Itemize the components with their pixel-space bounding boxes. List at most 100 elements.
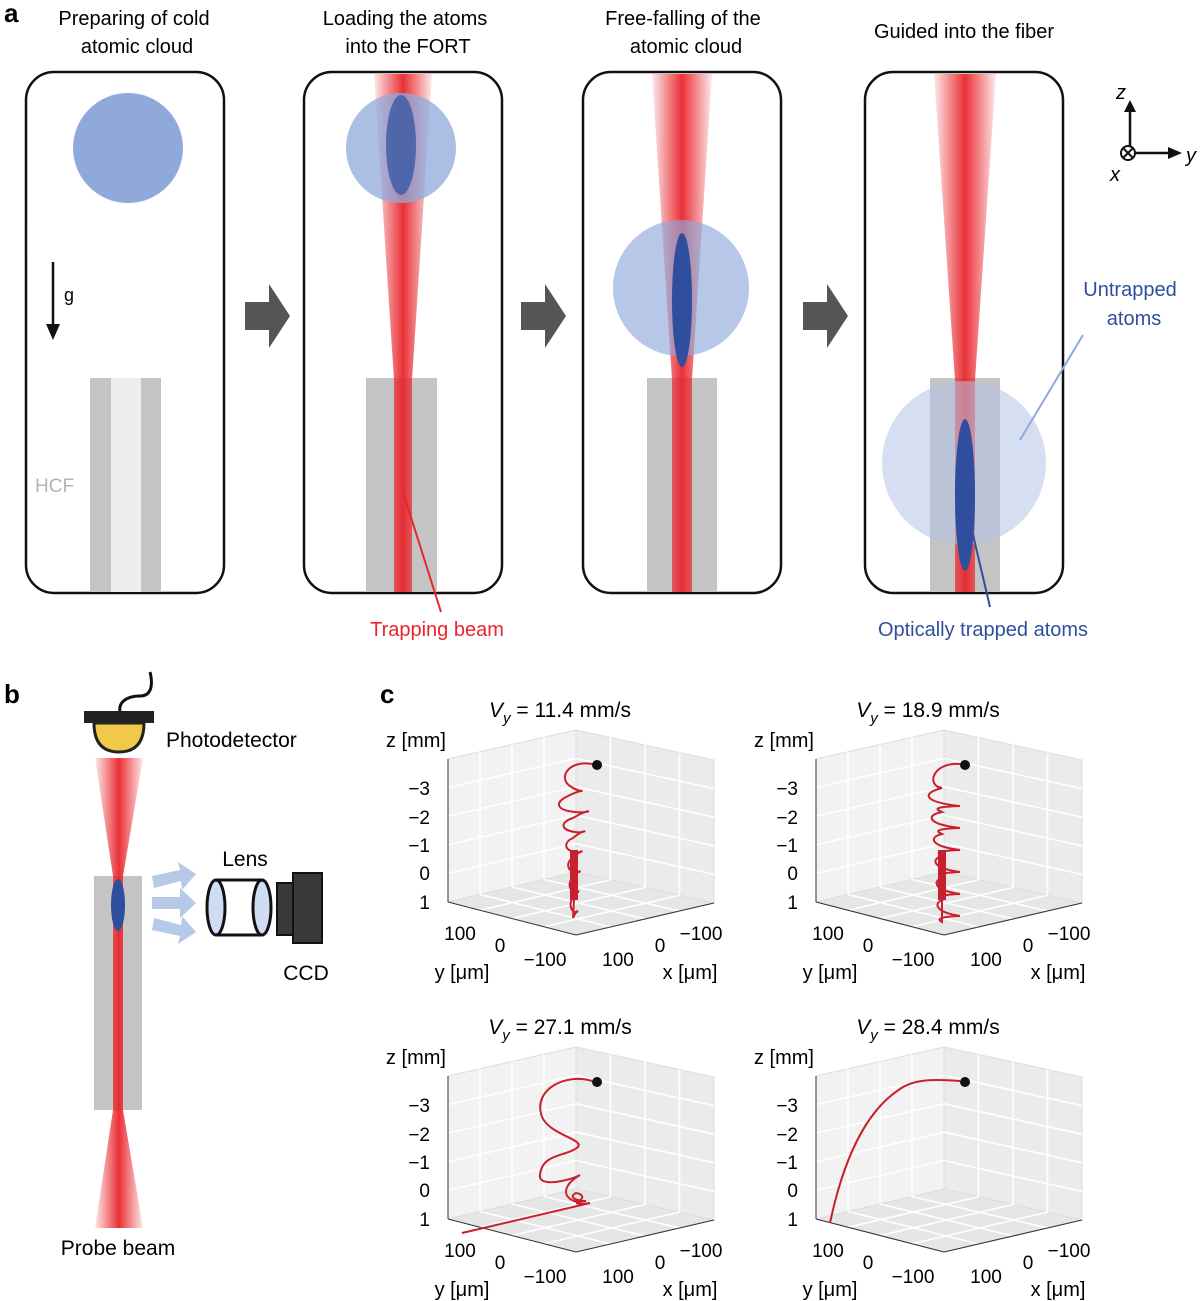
y-tick-label: −100: [524, 950, 567, 971]
falling-atoms: [672, 233, 692, 367]
y-axis-line: [447, 901, 577, 936]
z-tick-label: −1: [776, 1153, 798, 1174]
x-axis-label: x [μm]: [1031, 962, 1086, 984]
start-point: [960, 760, 970, 770]
x-tick-label: 0: [1023, 936, 1034, 957]
trapped-atoms: [955, 419, 975, 571]
y-tick-label: −100: [892, 1267, 935, 1288]
step3-title-line2: atomic cloud: [630, 36, 742, 58]
axis-y-label: y: [1184, 145, 1197, 167]
panel-c-letter: c: [380, 679, 394, 709]
trapping-beam-pointer: [402, 491, 442, 613]
atomic-cloud: [73, 93, 183, 203]
axis-z-label: z: [1115, 82, 1126, 104]
grid-lines: [815, 737, 1083, 928]
step1-title-line1: Preparing of cold: [58, 8, 209, 30]
fluorescence-arrows: [152, 862, 196, 944]
x-tick-label: 0: [1023, 1253, 1034, 1274]
hcf-label: HCF: [35, 476, 74, 497]
y-tick-label: 0: [863, 936, 874, 957]
y-axis-label: y [μm]: [435, 962, 490, 984]
z-tick-label: 1: [419, 893, 430, 914]
flow-arrow-3: [803, 284, 848, 348]
z-tick-label: 0: [787, 864, 798, 885]
x-tick-label: 100: [970, 950, 1002, 971]
gravity-label: g: [64, 285, 74, 305]
probe-beam-label: Probe beam: [61, 1237, 175, 1260]
trapped-pointer: [969, 521, 991, 608]
trapping-beam: [374, 74, 432, 592]
start-point: [960, 1077, 970, 1087]
y-tick-label: 100: [444, 924, 476, 945]
x-tick-label: 100: [602, 950, 634, 971]
hcf-wall-right: [141, 378, 161, 592]
atom-trajectory: [461, 1077, 593, 1234]
plot-title: Vy = 28.4 mm/s: [856, 1016, 999, 1044]
velocity-symbol: V: [488, 1016, 504, 1039]
z-tick-label: −2: [776, 1125, 798, 1146]
flow-arrow-2: [521, 284, 566, 348]
z-tick-label: −3: [408, 779, 430, 800]
z-tick-label: −2: [408, 808, 430, 829]
ccd-camera-icon: [276, 872, 323, 944]
x-axis-line: [943, 902, 1083, 936]
x-tick-label: 0: [655, 1253, 666, 1274]
step1-title-line2: atomic cloud: [81, 36, 193, 58]
z-tick-label: −3: [408, 1096, 430, 1117]
plot-title: Vy = 27.1 mm/s: [488, 1016, 631, 1044]
step-titles: Preparing of cold atomic cloud Loading t…: [58, 8, 1054, 58]
y-axis-label: y [μm]: [803, 1279, 858, 1301]
chamber-1: g HCF: [24, 70, 226, 595]
velocity-symbol: V: [856, 699, 872, 722]
velocity-value: = 18.9 mm/s: [878, 699, 1000, 722]
untrapped-label-line1: Untrapped: [1083, 279, 1176, 301]
velocity-value: = 11.4 mm/s: [511, 699, 631, 722]
chamber-2: Trapping beam: [302, 70, 504, 641]
step3-title-line1: Free-falling of the: [605, 8, 761, 30]
lens-label: Lens: [222, 848, 268, 871]
trapped-label: Optically trapped atoms: [878, 619, 1088, 641]
y-tick-label: 100: [812, 1241, 844, 1262]
chamber-4: Untrapped atoms Optically trapped atoms: [863, 70, 1177, 641]
trajectory-dense-segment: [938, 850, 946, 900]
z-tick-label: −3: [776, 1096, 798, 1117]
x-tick-label: −100: [1048, 924, 1091, 945]
z-tick-label: 0: [419, 1181, 430, 1202]
z-tick-label: −1: [408, 1153, 430, 1174]
y-tick-label: −100: [892, 950, 935, 971]
z-tick-label: 1: [419, 1210, 430, 1231]
x-tick-label: 0: [655, 936, 666, 957]
z-tick-label: 1: [787, 893, 798, 914]
x-tick-label: −100: [1048, 1241, 1091, 1262]
z-axis-label: z [mm]: [386, 1047, 446, 1069]
photodetector-sensor: [92, 721, 146, 754]
grid-lines: [447, 1054, 715, 1245]
photodetector-label: Photodetector: [166, 729, 297, 752]
axis-x-label: x: [1109, 164, 1121, 186]
y-axis-line: [447, 1218, 577, 1253]
x-tick-label: 100: [970, 1267, 1002, 1288]
y-tick-label: 100: [444, 1241, 476, 1262]
z-tick-label: −1: [408, 836, 430, 857]
gravity-arrow-head: [46, 324, 60, 340]
panel-b-setup: Photodetector Probe beam Lens CCD: [61, 671, 329, 1260]
y-tick-label: 100: [812, 924, 844, 945]
x-tick-label: −100: [680, 1241, 723, 1262]
velocity-symbol: V: [856, 1016, 872, 1039]
z-tick-label: 1: [787, 1210, 798, 1231]
untrapped-label-line2: atoms: [1107, 308, 1161, 330]
chamber-frame: [24, 70, 226, 595]
x-tick-label: 100: [602, 1267, 634, 1288]
panel-b-letter: b: [4, 679, 20, 709]
y-tick-label: 0: [863, 1253, 874, 1274]
trapping-beam-label: Trapping beam: [370, 619, 504, 641]
z-axis-label: z [mm]: [386, 730, 446, 752]
y-tick-label: −100: [524, 1267, 567, 1288]
y-axis-label: y [μm]: [435, 1279, 490, 1301]
